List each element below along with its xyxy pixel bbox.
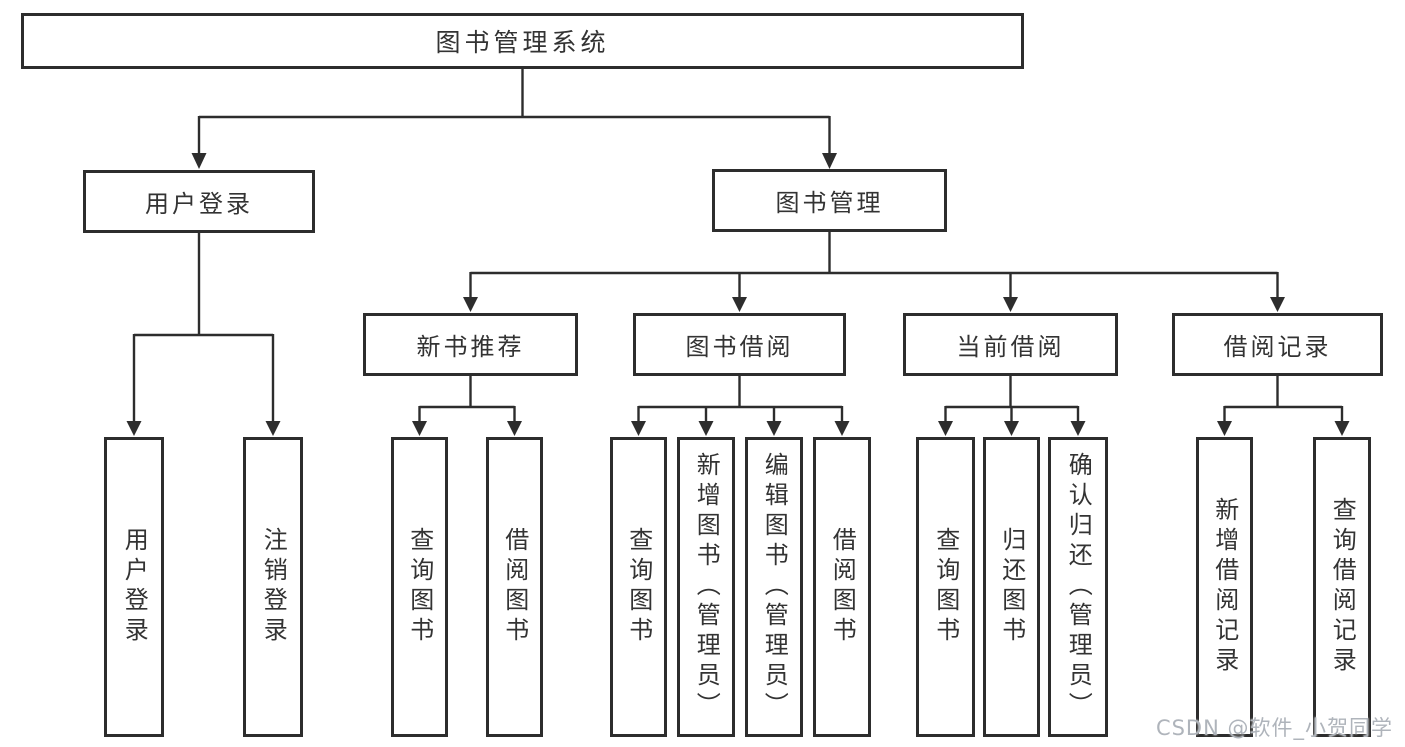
leaf-return-books: 归还图书 bbox=[983, 437, 1040, 737]
leaf-label: 查询借阅记录 bbox=[1328, 497, 1357, 677]
connector-book-mgmt-branch bbox=[463, 230, 1285, 312]
leaf-label: 查询图书 bbox=[405, 527, 434, 647]
connector-current-branch bbox=[938, 374, 1086, 436]
leaf-query-books-current: 查询图书 bbox=[916, 437, 975, 737]
leaf-query-borrow-record: 查询借阅记录 bbox=[1313, 437, 1371, 737]
connector-recommend-branch bbox=[412, 374, 522, 436]
leaf-borrow-books-borrowing: 借阅图书 bbox=[813, 437, 871, 737]
node-user-login: 用户登录 bbox=[83, 170, 315, 233]
leaf-label: 归还图书 bbox=[997, 527, 1026, 647]
leaf-label: 新增借阅记录 bbox=[1210, 497, 1239, 677]
node-new-book-recommend: 新书推荐 bbox=[363, 313, 578, 376]
connector-root-branch bbox=[191, 67, 837, 169]
leaf-label: 编辑图书（管理员） bbox=[760, 452, 789, 722]
leaf-label: 查询图书 bbox=[931, 527, 960, 647]
leaf-label: 查询图书 bbox=[624, 527, 653, 647]
connector-records-branch bbox=[1217, 374, 1350, 436]
leaf-add-borrow-record: 新增借阅记录 bbox=[1196, 437, 1253, 737]
csdn-watermark: CSDN @软件_小贺同学 bbox=[1155, 716, 1393, 740]
leaf-label: 借阅图书 bbox=[828, 527, 857, 647]
leaf-label: 用户登录 bbox=[120, 527, 149, 647]
node-borrowing-records: 借阅记录 bbox=[1172, 313, 1383, 376]
leaf-add-books-admin: 新增图书（管理员） bbox=[677, 437, 735, 737]
leaf-label: 确认归还（管理员） bbox=[1064, 452, 1093, 722]
leaf-query-books-recommend: 查询图书 bbox=[391, 437, 448, 737]
leaf-borrow-books-recommend: 借阅图书 bbox=[486, 437, 543, 737]
leaf-label: 借阅图书 bbox=[500, 527, 529, 647]
leaf-label: 新增图书（管理员） bbox=[692, 452, 721, 722]
node-book-management: 图书管理 bbox=[712, 169, 947, 232]
connector-borrow-branch bbox=[631, 374, 850, 436]
leaf-query-books-borrowing: 查询图书 bbox=[610, 437, 667, 737]
leaf-label: 注销登录 bbox=[259, 527, 288, 647]
node-current-borrowing: 当前借阅 bbox=[903, 313, 1118, 376]
connector-user-login-branch bbox=[126, 231, 281, 436]
node-book-borrowing: 图书借阅 bbox=[633, 313, 846, 376]
leaf-logout: 注销登录 bbox=[243, 437, 303, 737]
leaf-user-login: 用户登录 bbox=[104, 437, 164, 737]
leaf-edit-books-admin: 编辑图书（管理员） bbox=[745, 437, 803, 737]
node-root-system: 图书管理系统 bbox=[21, 13, 1024, 69]
leaf-confirm-return-admin: 确认归还（管理员） bbox=[1048, 437, 1108, 737]
